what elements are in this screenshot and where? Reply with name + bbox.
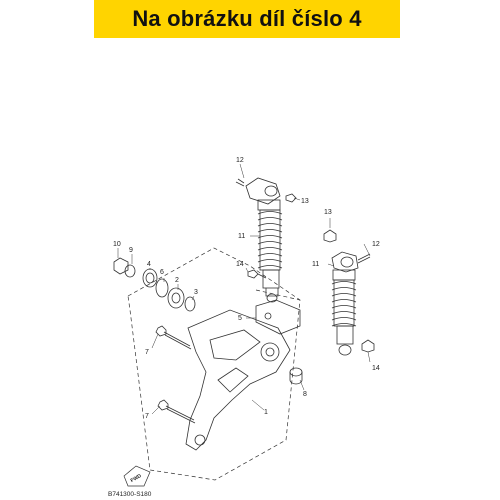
callout-5: 5 bbox=[238, 315, 242, 322]
callout-11-right: 11 bbox=[312, 261, 319, 268]
callout-3: 3 bbox=[194, 289, 198, 296]
assembly-outline bbox=[127, 247, 301, 481]
shock-absorber-right bbox=[331, 251, 371, 356]
callout-7-lower: 7 bbox=[145, 413, 149, 420]
swing-arm bbox=[185, 309, 291, 451]
fwd-arrow bbox=[123, 465, 151, 487]
bolt-14-left bbox=[247, 269, 267, 279]
callout-11-left: 11 bbox=[238, 233, 245, 240]
callout-10: 10 bbox=[113, 241, 121, 248]
banner-title: Na obrázku díl číslo 4 bbox=[132, 6, 362, 31]
callout-8: 8 bbox=[303, 391, 307, 398]
callout-1: 1 bbox=[264, 409, 268, 416]
drawing-code: B741300-S180 bbox=[108, 491, 152, 498]
callout-13-right: 13 bbox=[324, 209, 332, 216]
callout-4: 4 bbox=[147, 261, 151, 268]
callout-7-upper: 7 bbox=[145, 349, 149, 356]
shock-absorber-left bbox=[235, 177, 283, 303]
callout-2: 2 bbox=[175, 277, 179, 284]
nut-13-right bbox=[323, 229, 337, 243]
callout-6: 6 bbox=[160, 269, 164, 276]
callout-9: 9 bbox=[129, 247, 133, 254]
callout-12-right: 12 bbox=[372, 241, 380, 248]
fwd-label: FWD bbox=[130, 473, 143, 484]
bolt-14-right bbox=[361, 339, 375, 353]
title-banner: Na obrázku díl číslo 4 bbox=[94, 0, 400, 38]
bearing-stack bbox=[113, 257, 196, 312]
bolt-7-lower bbox=[157, 399, 196, 424]
bolt-7-upper bbox=[155, 325, 192, 350]
callout-12-left: 12 bbox=[236, 157, 244, 164]
callout-14-left: 14 bbox=[236, 261, 244, 268]
nut-13-left bbox=[285, 193, 297, 203]
callout-13-left: 13 bbox=[301, 198, 309, 205]
bushing-8 bbox=[289, 367, 303, 385]
bracket-part-5 bbox=[255, 299, 301, 335]
callout-14-right: 14 bbox=[372, 365, 380, 372]
